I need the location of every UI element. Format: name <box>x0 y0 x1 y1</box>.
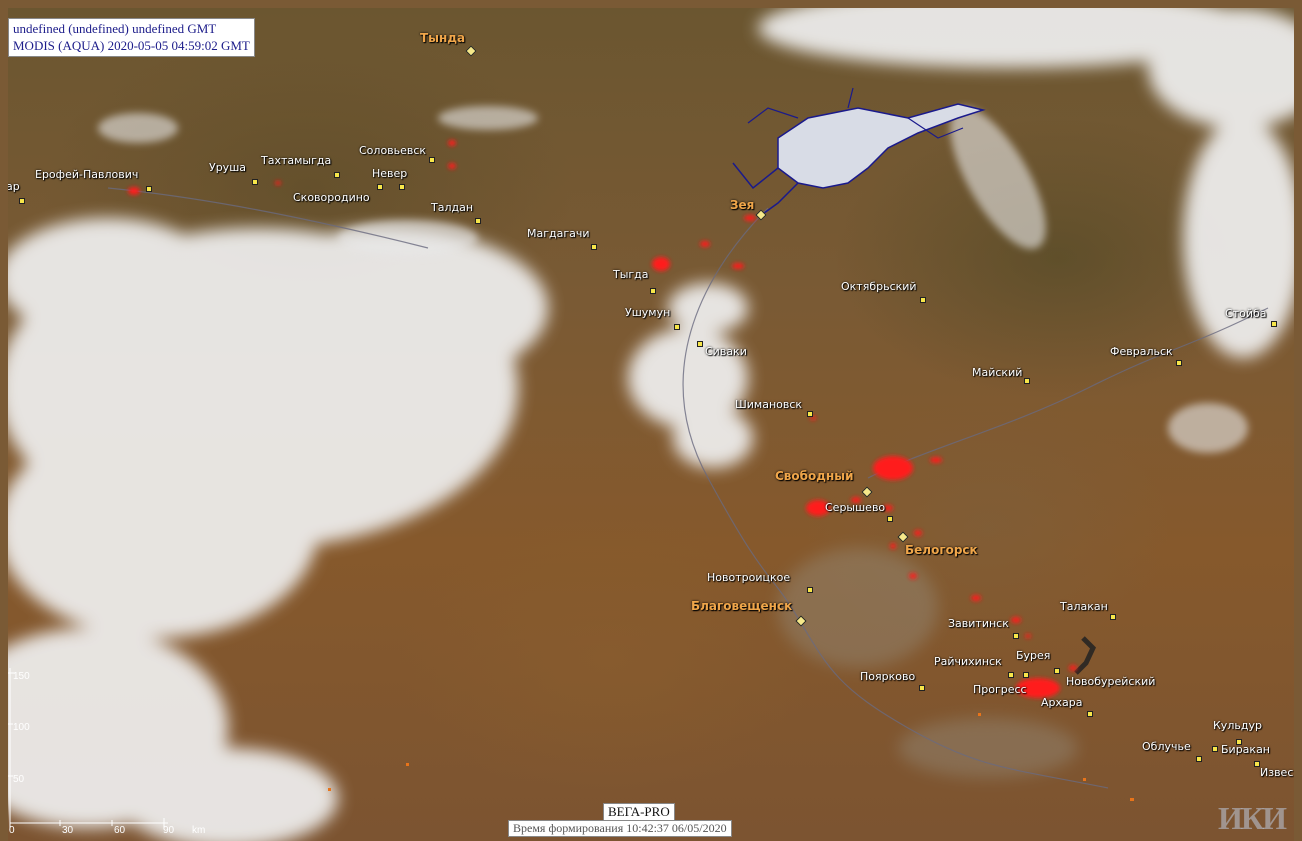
city-marker[interactable] <box>1196 756 1202 762</box>
place-label: Облучье <box>1142 740 1191 753</box>
smoke-haze <box>778 548 1078 778</box>
scale-tick-label: 0 <box>9 825 15 836</box>
place-label-svobodny: Свободный <box>775 469 854 483</box>
city-marker[interactable] <box>1254 761 1260 767</box>
hotspots-minor <box>328 713 1134 801</box>
place-label: Поярково <box>860 670 916 683</box>
map-overlay <box>8 8 1294 841</box>
place-label-tynda: Тында <box>420 31 466 45</box>
city-marker[interactable] <box>377 184 383 190</box>
scale-tick-label: 90 <box>163 825 175 836</box>
place-label: Ушумун <box>625 306 671 319</box>
city-marker[interactable] <box>807 411 813 417</box>
city-marker[interactable] <box>252 179 258 185</box>
city-marker[interactable] <box>650 288 656 294</box>
place-label: Талакан <box>1060 600 1108 613</box>
scale-tick-label: 150 <box>13 671 30 682</box>
satellite-map[interactable]: Тында Зея Свободный Белогорск Благовещен… <box>8 8 1294 841</box>
city-marker[interactable] <box>1054 668 1060 674</box>
scale-bar <box>8 668 168 828</box>
place-label: Шимановск <box>735 398 803 411</box>
place-label: Стойба <box>1225 307 1267 320</box>
place-label: Октябрьский <box>841 280 917 293</box>
reservoir-arm <box>747 87 964 139</box>
scale-unit-label: km <box>192 825 206 836</box>
place-label: Извес <box>1260 766 1294 779</box>
place-label-blagoveshchensk: Благовещенск <box>691 599 793 613</box>
place-label: ар <box>8 180 20 193</box>
city-marker[interactable] <box>674 324 680 330</box>
place-label: Новобурейский <box>1066 675 1156 688</box>
place-label: Серышево <box>825 501 886 514</box>
rivers <box>107 187 1269 789</box>
city-marker[interactable] <box>697 341 703 347</box>
place-label: Уруша <box>209 161 247 174</box>
cloud-streaks <box>98 106 1248 453</box>
city-marker[interactable] <box>146 186 152 192</box>
city-marker[interactable] <box>475 218 481 224</box>
city-marker[interactable] <box>807 587 813 593</box>
city-marker[interactable] <box>334 172 340 178</box>
city-marker[interactable] <box>1212 746 1218 752</box>
brand-label: ВЕГА-PRO <box>603 803 675 821</box>
generation-time-label: Время формирования 10:42:37 06/05/2020 <box>508 820 732 837</box>
city-marker[interactable] <box>1023 672 1029 678</box>
city-marker[interactable] <box>399 184 405 190</box>
city-marker[interactable] <box>1024 378 1030 384</box>
place-label: Сковородино <box>293 191 370 204</box>
acquisition-info-box: undefined (undefined) undefined GMT MODI… <box>8 18 255 57</box>
fire-hotspots <box>128 140 1077 698</box>
info-line-1: undefined (undefined) undefined GMT <box>13 21 217 36</box>
place-label: Биракан <box>1221 743 1270 756</box>
info-line-2: MODIS (AQUA) 2020-05-05 04:59:02 GMT <box>13 38 250 53</box>
place-label: Соловьевск <box>359 144 427 157</box>
city-marker[interactable] <box>591 244 597 250</box>
city-marker[interactable] <box>919 685 925 691</box>
place-label: Архара <box>1041 696 1083 709</box>
place-label: Тахтамыгда <box>261 154 332 167</box>
cloud-cover <box>8 8 1294 841</box>
zeya-reservoir <box>777 103 986 189</box>
place-label: Февральск <box>1110 345 1173 358</box>
scale-tick-label: 50 <box>13 774 25 785</box>
place-label: Невер <box>372 167 408 180</box>
place-label: Ерофей-Павлович <box>35 168 139 181</box>
place-label: Талдан <box>431 201 474 214</box>
reservoir-arm <box>732 162 799 217</box>
place-label-zeya: Зея <box>730 198 755 212</box>
place-label: Райчихинск <box>934 655 1002 668</box>
city-marker[interactable] <box>19 198 25 204</box>
iki-logo: ИКИ <box>1218 800 1287 836</box>
place-label: Майский <box>972 366 1023 379</box>
scale-tick-label: 30 <box>62 825 74 836</box>
scale-tick-label: 60 <box>114 825 126 836</box>
city-marker[interactable] <box>1013 633 1019 639</box>
city-marker[interactable] <box>1087 711 1093 717</box>
city-marker[interactable] <box>887 516 893 522</box>
city-marker[interactable] <box>1008 672 1014 678</box>
scale-tick-label: 100 <box>13 722 30 733</box>
place-label: Сиваки <box>705 345 747 358</box>
city-marker[interactable] <box>429 157 435 163</box>
city-marker[interactable] <box>1110 614 1116 620</box>
place-label: Тыгда <box>613 268 649 281</box>
city-marker[interactable] <box>920 297 926 303</box>
place-label: Магдагачи <box>527 227 590 240</box>
place-label: Завитинск <box>948 617 1009 630</box>
city-marker[interactable] <box>1271 321 1277 327</box>
place-label: Бурея <box>1016 649 1051 662</box>
place-label-belogorsk: Белогорск <box>905 543 978 557</box>
place-label: Новотроицкое <box>707 571 791 584</box>
city-marker[interactable] <box>1176 360 1182 366</box>
bureya-reservoir <box>1074 636 1097 675</box>
city-marker[interactable] <box>1236 739 1242 745</box>
place-label: Кульдур <box>1213 719 1262 732</box>
place-label: Прогресс <box>973 683 1027 696</box>
